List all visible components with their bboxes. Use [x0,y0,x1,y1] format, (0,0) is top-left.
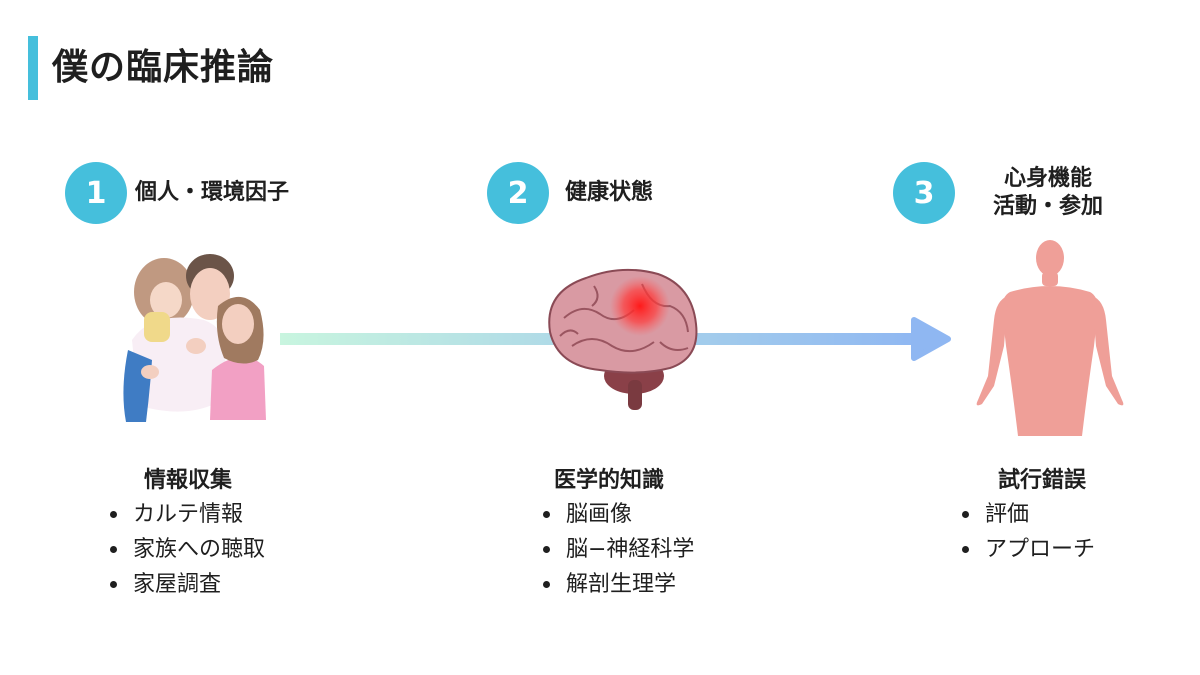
page-title: 僕の臨床推論 [52,47,275,88]
step-2-heading: 医学的知識 [554,468,665,493]
family-illustration [123,254,266,422]
step-1-label-line-1: 個人・環境因子 [135,180,290,205]
list-item: 評価 [962,497,1095,532]
step-1-bullet-list: カルテ情報 家族への聴取 家屋調査 [110,497,265,602]
bullet-dot-icon [543,511,550,518]
step-3-bullet-list: 評価 アプローチ [962,497,1095,567]
title-accent-bar [28,36,38,100]
bullet-dot-icon [543,546,550,553]
brain-illustration [548,268,698,410]
bullet-dot-icon [110,581,117,588]
step-3-heading: 試行錯誤 [998,468,1087,493]
step-1-number-badge: 1 [65,162,127,224]
bullet-dot-icon [543,581,550,588]
step-1-heading: 情報収集 [144,468,233,493]
bullet-dot-icon [962,546,969,553]
step-3-label: 心身機能 活動・参加 [968,165,1128,221]
list-item: 脳画像 [543,497,694,532]
list-item: 解剖生理学 [543,567,694,602]
list-item: アプローチ [962,532,1095,567]
list-item: 脳−神経科学 [543,532,694,567]
step-2-bullet-list: 脳画像 脳−神経科学 解剖生理学 [543,497,694,602]
list-item: 家族への聴取 [110,532,265,567]
bullet-dot-icon [962,511,969,518]
step-2-number-badge: 2 [487,162,549,224]
step-3-label-line-2: 活動・参加 [992,194,1103,219]
bullet-dot-icon [110,511,117,518]
step-2-label: 健康状態 [565,179,653,207]
step-3-label-line-1: 心身機能 [1003,166,1092,191]
step-1-label: 個人・環境因子 [135,179,289,207]
list-item: 家屋調査 [110,567,265,602]
list-item: カルテ情報 [110,497,265,532]
step-2-label-line-1: 健康状態 [565,180,654,205]
step-3-number-badge: 3 [893,162,955,224]
human-body-illustration [976,240,1124,436]
bullet-dot-icon [110,546,117,553]
